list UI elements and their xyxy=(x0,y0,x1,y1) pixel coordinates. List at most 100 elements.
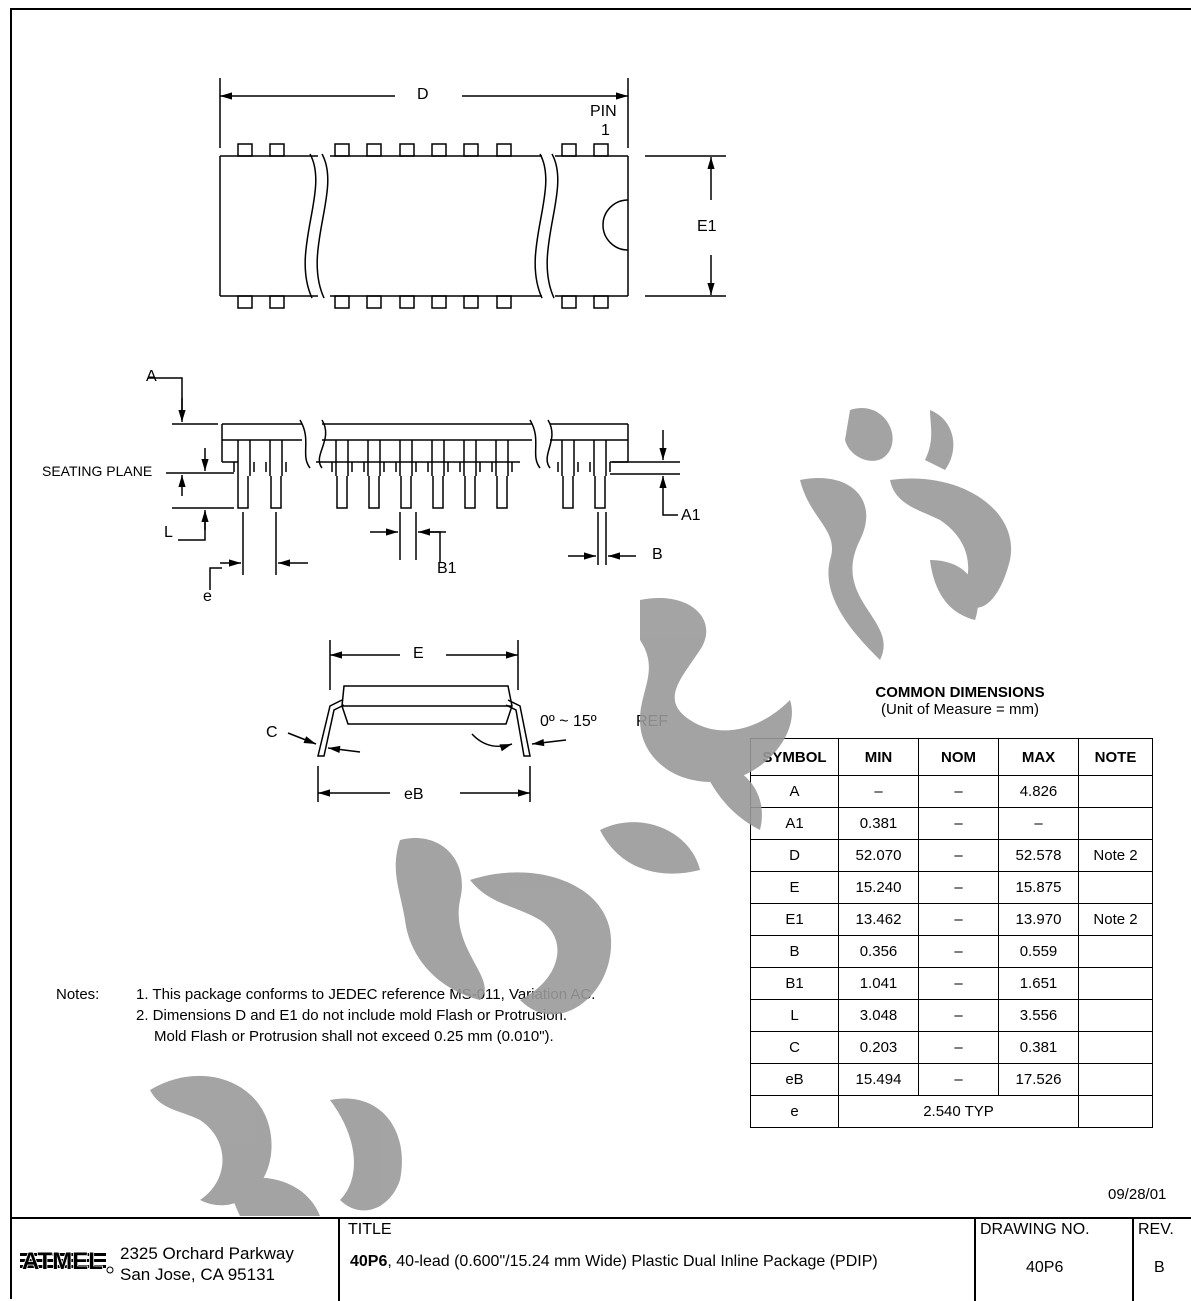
table-cell xyxy=(1078,935,1153,968)
table-cell: – xyxy=(998,807,1079,840)
atmel-logo: ATMEL xyxy=(20,1247,114,1275)
table-row: L 3.048 – 3.556 xyxy=(750,999,1153,1032)
table-cell: 13.970 xyxy=(998,903,1079,936)
dimensions-unit: (Unit of Measure = mm) xyxy=(881,701,1039,718)
label-angle: 0º ~ 15º xyxy=(540,713,597,730)
table-cell: 3.556 xyxy=(998,999,1079,1032)
address-line-2: San Jose, CA 95131 xyxy=(120,1265,276,1284)
table-cell: E xyxy=(750,871,839,904)
table-cell-typ: 2.540 TYP xyxy=(838,1095,1079,1128)
table-cell: 1.041 xyxy=(838,967,919,1000)
table-row: A – – 4.826 xyxy=(750,775,1153,808)
drawing-frame xyxy=(10,8,1191,1299)
table-cell: B xyxy=(750,935,839,968)
divider xyxy=(338,1219,340,1301)
table-row: E 15.240 – 15.875 xyxy=(750,871,1153,904)
notes-label: Notes: xyxy=(56,986,100,1003)
table-row: E1 13.462 – 13.970 Note 2 xyxy=(750,903,1153,936)
drawing-number-label: DRAWING NO. xyxy=(980,1221,1090,1238)
table-cell xyxy=(1078,871,1153,904)
table-cell: A1 xyxy=(750,807,839,840)
table-cell xyxy=(1078,967,1153,1000)
table-cell: 1.651 xyxy=(998,967,1079,1000)
label-c: C xyxy=(266,724,278,741)
logo-text: ATMEL xyxy=(22,1248,103,1275)
revision-label: REV. xyxy=(1138,1221,1174,1238)
label-l: L xyxy=(164,524,173,541)
label-a1: A1 xyxy=(681,507,701,524)
table-row: D 52.070 – 52.578 Note 2 xyxy=(750,839,1153,872)
divider xyxy=(1132,1219,1134,1301)
table-cell: 13.462 xyxy=(838,903,919,936)
table-cell: Note 2 xyxy=(1078,903,1153,936)
table-row: eB 15.494 – 17.526 xyxy=(750,1063,1153,1096)
label-a: A xyxy=(146,368,157,385)
table-cell: – xyxy=(918,903,999,936)
table-cell: L xyxy=(750,999,839,1032)
table-cell: Note 2 xyxy=(1078,839,1153,872)
dimensions-heading: COMMON DIMENSIONS (Unit of Measure = mm) xyxy=(830,684,1090,718)
table-cell: – xyxy=(918,839,999,872)
side-view xyxy=(148,377,680,590)
header-max: MAX xyxy=(998,738,1079,776)
table-row: B 0.356 – 0.559 xyxy=(750,935,1153,968)
divider xyxy=(974,1219,976,1301)
table-cell xyxy=(1078,775,1153,808)
drawing-number: 40P6 xyxy=(1026,1259,1064,1276)
table-cell: 15.494 xyxy=(838,1063,919,1096)
note-item: 2. Dimensions D and E1 do not include mo… xyxy=(136,1007,568,1024)
header-note: NOTE xyxy=(1078,738,1153,776)
table-cell: 0.203 xyxy=(838,1031,919,1064)
table-cell: 3.048 xyxy=(838,999,919,1032)
table-cell: – xyxy=(918,967,999,1000)
table-cell xyxy=(1078,999,1153,1032)
table-cell: A xyxy=(750,775,839,808)
dimensions-table: SYMBOL MIN NOM MAX NOTE A – – 4.826 A1 0… xyxy=(750,738,1153,1128)
table-cell: e xyxy=(750,1095,839,1128)
table-cell: B1 xyxy=(750,967,839,1000)
table-cell: D xyxy=(750,839,839,872)
header-symbol: SYMBOL xyxy=(750,738,839,776)
table-cell: – xyxy=(918,775,999,808)
table-row: e 2.540 TYP xyxy=(750,1095,1153,1128)
table-cell xyxy=(1078,1031,1153,1064)
table-cell: E1 xyxy=(750,903,839,936)
table-cell: – xyxy=(838,775,919,808)
address-line-1: 2325 Orchard Parkway xyxy=(120,1244,294,1263)
label-pin: PIN xyxy=(590,103,617,120)
table-cell: 52.578 xyxy=(998,839,1079,872)
label-e: E xyxy=(413,645,424,662)
revision: B xyxy=(1154,1259,1165,1276)
label-e-small: e xyxy=(203,588,212,605)
end-view xyxy=(287,640,567,802)
label-seating-plane: SEATING PLANE xyxy=(42,463,153,479)
header-nom: NOM xyxy=(918,738,999,776)
table-header-row: SYMBOL MIN NOM MAX NOTE xyxy=(750,738,1153,776)
label-e1: E1 xyxy=(697,218,717,235)
note-item: 1. This package conforms to JEDEC refere… xyxy=(136,986,596,1003)
table-cell xyxy=(1078,1063,1153,1096)
package-code: 40P6 xyxy=(350,1253,388,1270)
dimensions-title: COMMON DIMENSIONS xyxy=(875,684,1045,701)
package-title: 40P6, 40-lead (0.600"/15.24 mm Wide) Pla… xyxy=(350,1253,970,1271)
notes-list: 1. This package conforms to JEDEC refere… xyxy=(136,984,836,1047)
table-cell: 4.826 xyxy=(998,775,1079,808)
label-b: B xyxy=(652,546,663,563)
table-row: A1 0.381 – – xyxy=(750,807,1153,840)
label-b1: B1 xyxy=(437,560,457,577)
table-cell: 0.381 xyxy=(998,1031,1079,1064)
table-cell: – xyxy=(918,1031,999,1064)
table-cell: eB xyxy=(750,1063,839,1096)
table-cell: 0.559 xyxy=(998,935,1079,968)
label-ref: REF xyxy=(636,713,668,730)
table-cell xyxy=(1078,807,1153,840)
table-cell: 15.240 xyxy=(838,871,919,904)
title-block: ATMEL 2325 Orchard Parkway San Jose, CA … xyxy=(10,1217,1191,1301)
table-cell: 0.356 xyxy=(838,935,919,968)
table-cell: – xyxy=(918,935,999,968)
dimensions-body: A – – 4.826 A1 0.381 – – D 52.070 – 52.5… xyxy=(750,775,1153,1128)
table-cell: – xyxy=(918,807,999,840)
table-cell: 15.875 xyxy=(998,871,1079,904)
table-cell: – xyxy=(918,1063,999,1096)
